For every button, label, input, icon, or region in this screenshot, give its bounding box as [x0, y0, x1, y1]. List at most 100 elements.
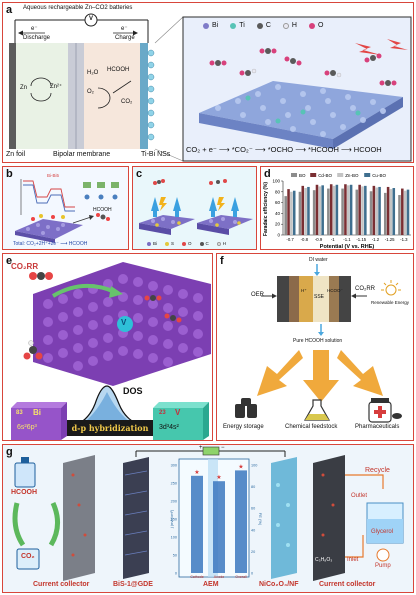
chart-d-bar	[406, 189, 410, 235]
h-swatch-icon	[282, 22, 289, 29]
chart-d-legend-label: Zn-BO	[345, 173, 359, 178]
legend-c-s: S	[165, 241, 174, 246]
panel-a-label: a	[6, 4, 13, 16]
chart-d-bar	[321, 185, 324, 235]
panel-c-label: c	[136, 168, 143, 180]
chart-d-bar	[292, 190, 296, 235]
discharge-electron: e⁻	[31, 26, 38, 32]
h2o-label: H₂O	[87, 70, 99, 76]
panel-d-label: d	[264, 168, 271, 180]
chart-d-y-label: Faradaic efficiency (%)	[263, 182, 269, 237]
s-swatch-icon	[165, 241, 170, 246]
chart-d-bar	[332, 185, 336, 235]
panel-c-legend: Bi S O C H	[147, 241, 226, 246]
bis-label: BiS-1@GDE	[113, 581, 153, 588]
voltmeter-icon	[84, 13, 98, 27]
panel-d-chart: 020406080100-0.7-0.8-0.9-1-1.1-1.15-1.2-…	[263, 173, 411, 249]
zn-label: Zn	[20, 85, 28, 91]
chart-d-y-tick-label: 0	[277, 233, 280, 238]
chart-g-left-axis-label: j (mA/cm²)	[169, 509, 174, 529]
chart-g-right-tick-label: 0	[251, 572, 253, 576]
ti-bi-electrode	[140, 43, 148, 149]
output-pharmaceuticals: Pharmaceuticals	[355, 424, 400, 430]
chart-d-y-tick-label: 20	[275, 222, 281, 227]
chart-d-x-tick-label: -1.2	[372, 237, 380, 242]
chart-d-x-tick-label: -1	[331, 237, 335, 242]
chart-g-right-tick-label: 40	[251, 528, 255, 532]
bi-symbol: Bi	[33, 408, 41, 417]
chart-g-right-tick-label: 80	[251, 485, 255, 489]
hybridization-label: d-p hybridization	[71, 423, 149, 433]
left-collector-label: Current collector	[33, 581, 90, 588]
panel-b-hcooh: HCOOH	[93, 207, 112, 213]
c-swatch-icon	[199, 241, 204, 246]
chart-d-y-tick-label: 80	[275, 189, 281, 194]
legend-bi: Bi	[203, 22, 218, 29]
pump-icon	[376, 548, 390, 562]
hcooh-label: HCOOH	[107, 67, 130, 73]
chart-d-x-tick-label: -0.9	[315, 237, 323, 242]
chart-g-category-label: Anode	[214, 575, 224, 579]
o-swatch-icon	[308, 22, 315, 29]
zn2-label: Zn²⁺	[50, 84, 63, 90]
renewable-label: Renewable Energy	[371, 300, 410, 305]
chart-d-bar	[383, 192, 387, 235]
panel-f-label: f	[220, 255, 224, 267]
zn-foil	[9, 43, 16, 149]
chart-g-left-tick-label: 50	[173, 554, 177, 558]
chart-d-x-tick-label: -0.7	[286, 237, 294, 242]
chart-g-star-icon: ★	[238, 463, 243, 470]
recycle-label: Recycle	[365, 467, 390, 474]
co2-label: CO₂	[121, 99, 133, 105]
output-energy-storage: Energy storage	[223, 424, 264, 430]
right-electrolyte	[84, 43, 140, 149]
chart-g-left-tick-label: 300	[171, 464, 177, 468]
pump-label: Pump	[375, 563, 391, 569]
chart-g-star-icon: ★	[216, 474, 221, 481]
outlet-label: Outlet	[351, 493, 368, 499]
co2rr-label: CO₂RR	[11, 262, 39, 271]
legend-ti: Ti	[230, 22, 245, 29]
g-hcooh-label: HCOOH	[11, 489, 38, 496]
chart-d-bar	[392, 188, 396, 235]
v-symbol: V	[175, 408, 181, 417]
di-water-label: DI water	[309, 257, 328, 263]
chart-g-bar	[191, 475, 203, 573]
chart-d-bar	[298, 191, 302, 235]
chart-g-bar	[235, 470, 247, 573]
chart-g-left-tick-label: 0	[175, 572, 177, 576]
glycerol-label: Glycerol	[371, 529, 394, 535]
chart-d-bar	[364, 185, 367, 235]
chart-d-bar	[398, 195, 401, 235]
legend-c-c: C	[199, 241, 209, 246]
chart-g-right-axis-label: FE (%)	[258, 513, 263, 526]
chart-d-y-tick-label: 40	[275, 211, 281, 216]
chart-g-right-tick-label: 100	[251, 464, 257, 468]
h-swatch-icon	[216, 241, 221, 246]
chart-d-bar	[284, 196, 287, 235]
chart-d-x-tick-label: -1.1	[343, 237, 351, 242]
chart-d-legend-swatch	[364, 173, 371, 177]
panel-e-schematic	[11, 262, 211, 440]
chart-d-bar	[329, 184, 333, 235]
chart-d-bar	[327, 188, 330, 235]
chart-d-bar	[344, 184, 347, 235]
chart-g-left-tick-label: 250	[171, 482, 177, 486]
bi-swatch-icon	[147, 241, 151, 246]
chart-g-category-label: Cathode	[190, 575, 204, 579]
chart-d-bar	[312, 190, 316, 235]
legend-c-bi: Bi	[147, 241, 157, 246]
chart-g-bar	[213, 481, 225, 573]
chart-d-bar	[386, 186, 390, 235]
chart-d-bar	[358, 184, 361, 235]
plus-label: +	[199, 445, 203, 451]
hcoo-label: HCOO⁻	[327, 288, 343, 293]
chart-d-y-tick-label: 100	[272, 179, 280, 184]
chart-d-x-tick-label: -1.3	[400, 237, 408, 242]
sse-label: SSE	[314, 294, 325, 300]
chart-d-legend-swatch	[337, 173, 344, 177]
chart-d-legend-swatch	[310, 173, 317, 177]
panel-b-label: b	[6, 168, 13, 180]
pure-hcooh-label: Pure HCOOH solution	[293, 338, 343, 344]
